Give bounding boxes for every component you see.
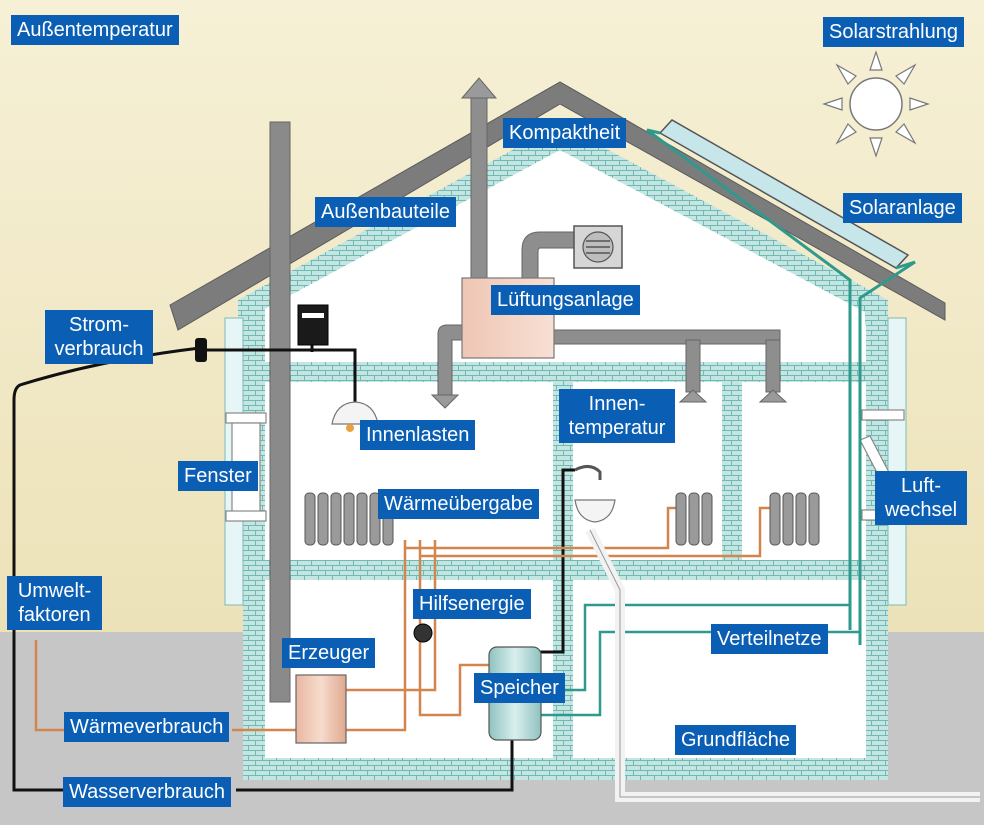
- solar-panel-icon: [646, 119, 916, 645]
- lamp-icon: [331, 401, 379, 432]
- chimney: [269, 121, 291, 703]
- label-aussenbauteile: Außenbauteile: [315, 197, 456, 227]
- label-luftwechsel: Luft- wechsel: [875, 471, 967, 525]
- ventilation-ducts: [430, 231, 788, 409]
- label-aussentemperatur: Außentemperatur: [11, 15, 179, 45]
- sink-icon: [574, 465, 616, 523]
- insulation-right: [887, 317, 907, 606]
- label-umweltfaktoren: Umwelt- faktoren: [7, 576, 102, 630]
- roof: [169, 81, 946, 331]
- pump-icon: [413, 623, 433, 643]
- drain-pipe-outline: [589, 529, 980, 798]
- label-erzeuger: Erzeuger: [282, 638, 376, 668]
- label-wasserverbrauch: Wasserverbrauch: [63, 777, 231, 807]
- label-hilfsenergie: Hilfsenergie: [413, 589, 531, 619]
- plug-icon: [195, 338, 207, 362]
- electricity-meter-icon: [297, 304, 329, 346]
- exhaust-stack: [460, 77, 498, 289]
- label-waermeuebergabe: Wärmeübergabe: [378, 489, 539, 519]
- label-innentemperatur: Innen- temperatur: [559, 389, 675, 443]
- label-innenlasten: Innenlasten: [360, 420, 476, 450]
- label-speicher: Speicher: [474, 673, 565, 703]
- fan-icon: [573, 225, 623, 269]
- heating-pipes: [34, 506, 770, 732]
- label-solarstrahlung: Solarstrahlung: [823, 17, 964, 47]
- label-solaranlage: Solaranlage: [843, 193, 962, 223]
- radiator-icon: [304, 492, 820, 546]
- label-stromverbrauch: Strom- verbrauch: [45, 310, 153, 364]
- label-fenster: Fenster: [178, 461, 258, 491]
- boiler: [295, 674, 347, 744]
- label-waermeverbrauch: Wärmeverbrauch: [64, 712, 230, 742]
- label-verteilnetze: Verteilnetze: [711, 624, 828, 654]
- label-grundflaeche: Grundfläche: [675, 725, 796, 755]
- sun-icon: [822, 50, 930, 158]
- label-kompaktheit: Kompaktheit: [503, 118, 627, 148]
- label-lueftungsanlage: Lüftungsanlage: [491, 285, 640, 315]
